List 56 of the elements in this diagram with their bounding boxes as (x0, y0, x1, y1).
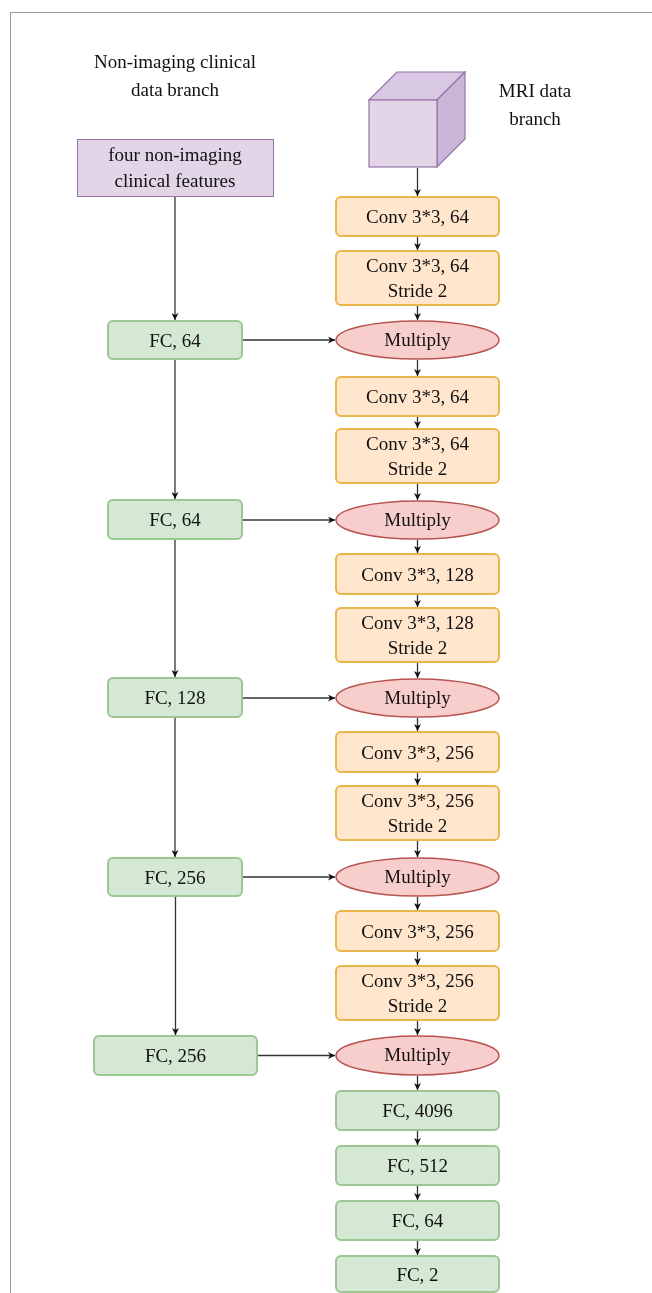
arrow (414, 1020, 421, 1036)
arrow (242, 516, 336, 524)
multiply-ellipse: Multiply (335, 1035, 500, 1076)
fc-layer-box: FC, 256 (107, 857, 243, 897)
conv-layer-box: Conv 3*3, 64 (335, 196, 500, 237)
arrow (414, 305, 421, 321)
multiply-ellipse: Multiply (335, 678, 500, 718)
arrow (414, 416, 421, 429)
arrow (414, 662, 421, 679)
arrow (414, 896, 421, 911)
arrow (414, 359, 421, 377)
arrow (257, 1052, 336, 1059)
conv-layer-box: Conv 3*3, 64 (335, 376, 500, 417)
arrow (414, 483, 421, 501)
arrow (414, 539, 421, 554)
fc-layer-box: FC, 64 (335, 1200, 500, 1241)
arrow (172, 896, 179, 1036)
arrow (242, 694, 336, 702)
arrow (414, 1240, 421, 1256)
fc-layer-box: FC, 2 (335, 1255, 500, 1293)
conv-layer-box: Conv 3*3, 128 Stride 2 (335, 607, 500, 663)
arrow (171, 539, 179, 678)
fc-layer-box: FC, 4096 (335, 1090, 500, 1131)
arrow (414, 717, 421, 732)
fc-layer-box: FC, 512 (335, 1145, 500, 1186)
arrow (242, 336, 336, 344)
arrow (414, 772, 421, 786)
arrow (414, 1075, 421, 1091)
conv-layer-box: Conv 3*3, 256 Stride 2 (335, 785, 500, 841)
branch-heading: Non-imaging clinical data branch (93, 50, 257, 102)
conv-layer-box: Conv 3*3, 256 (335, 910, 500, 952)
arrow (171, 717, 179, 858)
fc-layer-box: FC, 128 (107, 677, 243, 718)
arrow (414, 1185, 421, 1201)
arrow (414, 1130, 421, 1146)
conv-layer-box: Conv 3*3, 64 Stride 2 (335, 428, 500, 484)
conv-layer-box: Conv 3*3, 64 Stride 2 (335, 250, 500, 306)
fc-layer-box: FC, 64 (107, 320, 243, 360)
fc-layer-box: FC, 64 (107, 499, 243, 540)
branch-heading: MRI data branch (497, 79, 573, 131)
arrow (414, 840, 421, 858)
arrow (414, 167, 421, 197)
input-box: four non-imaging clinical features (76, 139, 274, 197)
arrow (414, 236, 421, 251)
arrow (414, 594, 421, 608)
conv-layer-box: Conv 3*3, 128 (335, 553, 500, 595)
fc-layer-box: FC, 256 (93, 1035, 258, 1076)
arrow (171, 359, 179, 500)
multiply-ellipse: Multiply (335, 500, 500, 540)
arrow (414, 951, 421, 966)
multiply-ellipse: Multiply (335, 857, 500, 897)
conv-layer-box: Conv 3*3, 256 Stride 2 (335, 965, 500, 1021)
arrow (171, 196, 179, 321)
conv-layer-box: Conv 3*3, 256 (335, 731, 500, 773)
arrow (242, 873, 336, 881)
multiply-ellipse: Multiply (335, 320, 500, 360)
